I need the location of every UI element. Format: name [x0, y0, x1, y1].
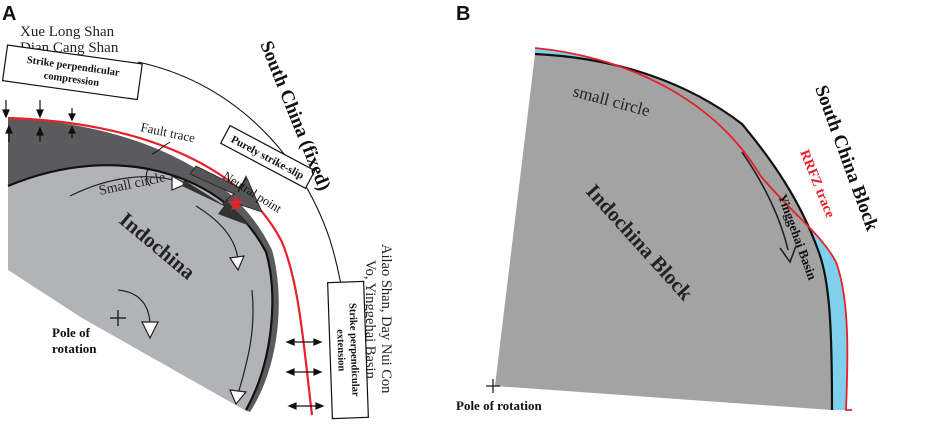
rotation-arrows-a: [69, 176, 254, 395]
pole-label-b: Pole of rotation: [456, 398, 542, 413]
neutral-point-star-icon: [228, 195, 244, 211]
rotation-arrow-b: [741, 151, 789, 251]
compression-arrows: [2, 100, 76, 142]
fault-trace-red: [7, 116, 314, 416]
top-label-xue-long-shan: Xue Long Shan: [20, 24, 115, 40]
panel-a: A: [1, 3, 394, 420]
leader-lines-a: [145, 141, 247, 193]
right-label-ailao-shan: Ailao Shan, Day Nui Con: [378, 244, 394, 394]
pole-label-a-line2: rotation: [52, 341, 97, 356]
box-extension-line1: Strike perpendicular: [346, 303, 360, 397]
box-compression: Strike perpendicular compression: [1, 44, 143, 101]
pole-cross-b: [486, 379, 500, 393]
rrfz-trace-red: [534, 47, 852, 411]
rotation-arrow-head-b: [779, 245, 797, 264]
panel-a-label: A: [2, 3, 16, 25]
small-circle-outline-b: [534, 52, 834, 411]
extension-arrows: [285, 338, 325, 410]
pole-cross-a: [110, 310, 126, 326]
rrfz-trace-label: RRFZ trace: [796, 148, 837, 220]
rotation-arrow-heads-a: [141, 174, 248, 406]
compression-wedge: [8, 118, 279, 412]
panel-b-label: B: [456, 3, 470, 25]
box-extension: Strike perpendicular extension: [327, 280, 369, 420]
small-circle-outline-a: [7, 164, 274, 411]
indochina-block-b: [495, 54, 832, 410]
pole-label-a-line1: Pole of: [52, 325, 91, 340]
box-extension-line2: extension: [334, 329, 346, 372]
panel-b: B small circle South China Block RRFZ tr…: [456, 3, 883, 413]
